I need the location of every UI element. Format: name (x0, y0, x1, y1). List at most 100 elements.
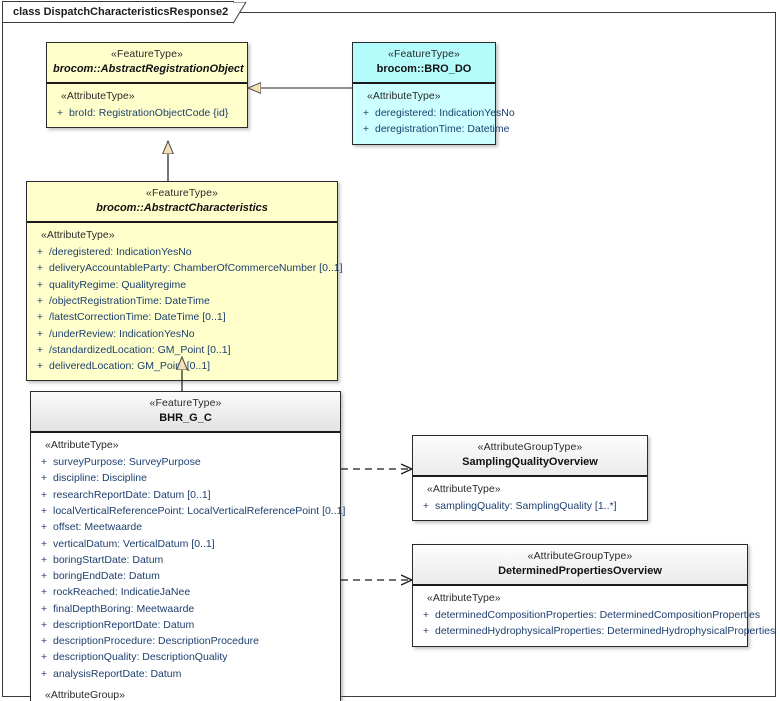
attribute-visibility: + (36, 327, 44, 340)
class-header: «FeatureType» brocom::BRO_DO (353, 43, 495, 85)
attribute-visibility: + (422, 500, 430, 513)
attribute-visibility: + (36, 262, 44, 275)
attribute-visibility: + (36, 278, 44, 291)
attribute-row: + boringEndDate: Datum (35, 568, 336, 584)
class-stereotype: «FeatureType» (146, 187, 218, 199)
attribute-row: + deregistrationTime: Datetime (357, 121, 510, 137)
attribute-row: + samplingQuality: SamplingQuality [1..*… (417, 498, 643, 514)
attribute-text: /objectRegistrationTime: DateTime (49, 295, 210, 307)
attribute-visibility: + (40, 602, 48, 615)
class-header: «AttributeGroupType» SamplingQualityOver… (413, 436, 647, 478)
class-box-bro-do[interactable]: «FeatureType» brocom::BRO_DO «AttributeT… (352, 42, 515, 145)
attribute-row: + descriptionReportDate: Datum (35, 617, 336, 633)
attribute-text: deliveredLocation: GM_Point [0..1] (49, 360, 211, 373)
attribute-text: boringEndDate: Datum (53, 570, 160, 583)
attribute-text: localVerticalReferencePoint: LocalVertic… (53, 505, 346, 517)
attribute-visibility: + (40, 537, 48, 550)
compartment-label: «AttributeType» (427, 483, 501, 496)
attribute-row: + descriptionProcedure: DescriptionProce… (35, 633, 336, 649)
attribute-row: + determinedHydrophysicalProperties: Det… (417, 623, 775, 639)
class-stereotype: «AttributeGroupType» (527, 550, 633, 562)
class-name: brocom::AbstractRegistrationObject (53, 62, 244, 75)
attribute-visibility: + (36, 343, 44, 356)
attribute-row: + rockReached: IndicatieJaNee (35, 584, 336, 600)
attribute-text: deregistrationTime: Datetime (375, 123, 510, 136)
attribute-text: verticalDatum: VerticalDatum [0..1] (53, 537, 215, 550)
attribute-text: /deregistered: IndicationYesNo (49, 246, 192, 259)
compartment-label: «AttributeType» (427, 592, 501, 605)
attribute-visibility: + (40, 472, 48, 485)
attribute-text: qualityRegime: Qualityregime (49, 278, 187, 291)
attribute-visibility: + (40, 488, 48, 501)
attribute-row: + /deregistered: IndicationYesNo (31, 244, 333, 260)
attribute-text: broId: RegistrationObjectCode {id} (69, 107, 229, 120)
class-name: BHR_G_C (159, 411, 212, 424)
attribute-text: descriptionProcedure: DescriptionProcedu… (53, 635, 260, 648)
compartment-label: «AttributeType» (61, 90, 135, 103)
attribute-text: offset: Meetwaarde (53, 521, 143, 534)
attribute-visibility: + (40, 521, 48, 534)
attribute-row: + deliveredLocation: GM_Point [0..1] (31, 358, 333, 374)
attribute-visibility: + (422, 625, 430, 638)
attribute-row: + localVerticalReferencePoint: LocalVert… (35, 503, 346, 519)
class-name: SamplingQualityOverview (462, 455, 598, 468)
attribute-visibility: + (36, 295, 44, 307)
class-box-abstract-characteristics[interactable]: «FeatureType» brocom::AbstractCharacteri… (26, 181, 343, 382)
attribute-visibility: + (362, 107, 370, 120)
attribute-text: discipline: Discipline (53, 472, 147, 485)
attribute-row: + researchReportDate: Datum [0..1] (35, 487, 336, 503)
tab-slant-shape (233, 2, 247, 24)
attribute-text: /underReview: IndicationYesNo (49, 327, 195, 340)
class-box-bhr-g-c[interactable]: «FeatureType» BHR_G_C «AttributeType» + … (30, 391, 346, 701)
diagram-frame (2, 12, 776, 697)
attribute-text: deregistered: IndicationYesNo (375, 107, 515, 120)
class-header: «FeatureType» brocom::AbstractCharacteri… (27, 182, 337, 224)
attribute-text: determinedCompositionProperties: Determi… (435, 609, 761, 622)
attribute-text: /latestCorrectionTime: DateTime [0..1] (49, 311, 226, 324)
attribute-visibility: + (40, 667, 48, 680)
attribute-visibility: + (56, 107, 64, 120)
attribute-row: + boringStartDate: Datum (35, 552, 336, 568)
attribute-row: + analysisReportDate: Datum (35, 666, 336, 682)
attribute-text: descriptionReportDate: Datum (53, 618, 195, 631)
attribute-row: + broId: RegistrationObjectCode {id} (51, 105, 243, 121)
class-attributes-compartment: «AttributeType» + determinedCompositionP… (413, 586, 775, 646)
attribute-text: researchReportDate: Datum [0..1] (53, 488, 211, 501)
attribute-row: + offset: Meetwaarde (35, 519, 336, 535)
attribute-text: finalDepthBoring: Meetwaarde (53, 602, 195, 615)
attribute-row: + determinedCompositionProperties: Deter… (417, 607, 760, 623)
attribute-visibility: + (40, 553, 48, 566)
attribute-text: determinedHydrophysicalProperties: Deter… (435, 625, 776, 638)
attribute-row: + verticalDatum: VerticalDatum [0..1] (35, 536, 336, 552)
attribute-text: samplingQuality: SamplingQuality [1..*] (435, 500, 617, 513)
attribute-visibility: + (422, 609, 430, 622)
attribute-text: deliveryAccountableParty: ChamberOfComme… (49, 262, 343, 275)
class-box-abstract-registration-object[interactable]: «FeatureType» brocom::AbstractRegistrati… (46, 42, 248, 129)
class-box-sampling-quality-overview[interactable]: «AttributeGroupType» SamplingQualityOver… (412, 435, 648, 522)
class-attributes-compartment: «AttributeType» + deregistered: Indicati… (353, 84, 515, 144)
class-stereotype: «FeatureType» (149, 397, 222, 409)
attribute-row: + /standardizedLocation: GM_Point [0..1] (31, 342, 333, 358)
attribute-visibility: + (36, 311, 44, 324)
compartment-label: «AttributeType» (367, 90, 441, 103)
class-header: «AttributeGroupType» DeterminedPropertie… (413, 545, 747, 587)
attribute-text: /standardizedLocation: GM_Point [0..1] (49, 343, 231, 356)
attribute-row: + deliveryAccountableParty: ChamberOfCom… (31, 260, 343, 276)
class-box-determined-properties-overview[interactable]: «AttributeGroupType» DeterminedPropertie… (412, 544, 775, 647)
attribute-row: + /underReview: IndicationYesNo (31, 326, 333, 342)
class-name: brocom::BRO_DO (376, 62, 472, 75)
class-attributes-compartment: «AttributeType» + /deregistered: Indicat… (27, 223, 343, 381)
attribute-visibility: + (40, 651, 48, 664)
class-name: DeterminedPropertiesOverview (498, 564, 662, 577)
attribute-visibility: + (36, 360, 44, 373)
class-header: «FeatureType» BHR_G_C (31, 392, 340, 434)
attribute-text: boringStartDate: Datum (53, 553, 164, 566)
attribute-visibility: + (40, 505, 48, 517)
class-stereotype: «FeatureType» (111, 48, 183, 60)
attribute-group-label: «AttributeGroup» (45, 688, 125, 701)
class-attributes-compartment: «AttributeType» + samplingQuality: Sampl… (413, 477, 647, 521)
attribute-visibility: + (362, 123, 370, 136)
attribute-row: + /latestCorrectionTime: DateTime [0..1] (31, 309, 333, 325)
attribute-text: surveyPurpose: SurveyPurpose (53, 456, 201, 469)
